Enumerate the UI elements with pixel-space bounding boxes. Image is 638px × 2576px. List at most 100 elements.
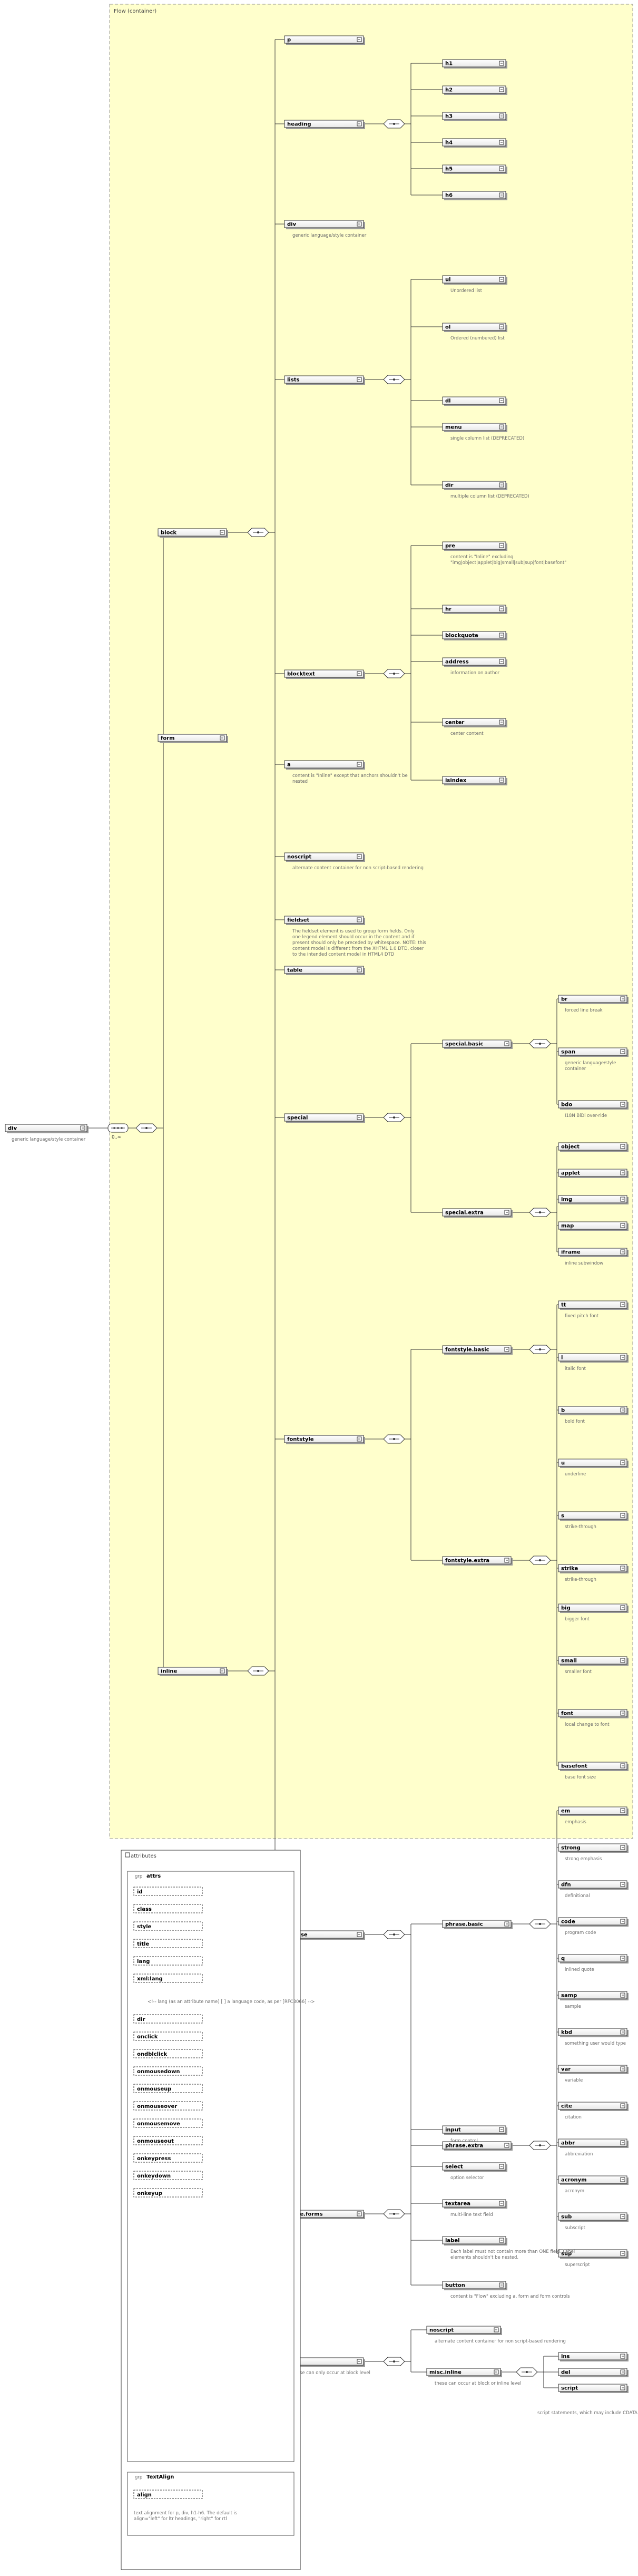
attribute-onmousedown[interactable]: onmousedown: [133, 2066, 203, 2076]
element-h2[interactable]: h2: [442, 85, 507, 95]
element-b[interactable]: b: [558, 1406, 629, 1415]
element-i[interactable]: i: [558, 1353, 629, 1363]
element-strike[interactable]: strike: [558, 1564, 629, 1573]
element-menu[interactable]: menu: [442, 423, 507, 432]
element-lists[interactable]: lists: [284, 375, 365, 385]
attribute-id[interactable]: id: [133, 1887, 203, 1896]
element-script[interactable]: script: [558, 2384, 629, 2393]
element-ins[interactable]: ins: [558, 2352, 629, 2361]
element-special[interactable]: special: [284, 1113, 365, 1123]
element-cite[interactable]: cite: [558, 2102, 629, 2111]
element-heading[interactable]: heading: [284, 120, 365, 129]
element-bdo[interactable]: bdo: [558, 1100, 629, 1110]
element-a[interactable]: a: [284, 760, 365, 770]
attribute-align[interactable]: align: [133, 2490, 203, 2499]
element-kbd[interactable]: kbd: [558, 2028, 629, 2037]
element-special-extra[interactable]: special.extra: [442, 1208, 513, 1218]
element-object[interactable]: object: [558, 1142, 629, 1152]
element-dl[interactable]: dl: [442, 396, 507, 406]
element-h3[interactable]: h3: [442, 112, 507, 121]
element-form[interactable]: form: [158, 734, 228, 743]
element-inline[interactable]: inline: [158, 1667, 228, 1676]
element-p[interactable]: p: [284, 35, 365, 45]
element-dir[interactable]: dir: [442, 481, 507, 490]
element-u[interactable]: u: [558, 1459, 629, 1468]
element-br[interactable]: br: [558, 995, 629, 1004]
attribute-class[interactable]: class: [133, 1904, 203, 1913]
element-tt[interactable]: tt: [558, 1300, 629, 1310]
element-div[interactable]: div: [5, 1124, 89, 1133]
element-q[interactable]: q: [558, 1954, 629, 1963]
element-s[interactable]: s: [558, 1511, 629, 1521]
compositor-dot: [393, 2360, 395, 2363]
element-abbr[interactable]: abbr: [558, 2138, 629, 2148]
attribute-onkeydown[interactable]: onkeydown: [133, 2171, 203, 2180]
element-code[interactable]: code: [558, 1917, 629, 1927]
element-iframe[interactable]: iframe: [558, 1248, 629, 1257]
attribute-onkeyup[interactable]: onkeyup: [133, 2188, 203, 2198]
element-h5[interactable]: h5: [442, 164, 507, 174]
element-noscript[interactable]: noscript: [426, 2326, 502, 2335]
element-font[interactable]: font: [558, 1709, 629, 1718]
element-sub[interactable]: sub: [558, 2212, 629, 2222]
element-phrase-extra[interactable]: phrase.extra: [442, 2141, 513, 2151]
attribute-xml-lang[interactable]: xml:lang: [133, 1974, 203, 1983]
attribute-title[interactable]: title: [133, 1939, 203, 1948]
element-map[interactable]: map: [558, 1221, 629, 1231]
element-label[interactable]: label: [442, 2236, 507, 2246]
element-strong[interactable]: strong: [558, 1843, 629, 1853]
element-isindex[interactable]: isindex: [442, 776, 507, 785]
element-acronym[interactable]: acronym: [558, 2175, 629, 2185]
element-h4[interactable]: h4: [442, 138, 507, 148]
element-special-basic[interactable]: special.basic: [442, 1039, 513, 1049]
element-textarea[interactable]: textarea: [442, 2199, 507, 2209]
attribute-box: [133, 2118, 203, 2128]
element-button[interactable]: button: [442, 2281, 507, 2290]
attribute-onmousemove[interactable]: onmousemove: [133, 2118, 203, 2128]
element-fontstyle-basic[interactable]: fontstyle.basic: [442, 1345, 513, 1355]
element-small[interactable]: small: [558, 1656, 629, 1666]
attribute-style[interactable]: style: [133, 1921, 203, 1931]
element-hr[interactable]: hr: [442, 605, 507, 614]
attribute-ondblclick[interactable]: ondblclick: [133, 2049, 203, 2058]
element-fontstyle-extra[interactable]: fontstyle.extra: [442, 1556, 513, 1566]
element-blockquote[interactable]: blockquote: [442, 631, 507, 640]
element-sup[interactable]: sup: [558, 2249, 629, 2259]
element-input[interactable]: input: [442, 2125, 507, 2135]
element-applet[interactable]: applet: [558, 1169, 629, 1178]
attribute-dir[interactable]: dir: [133, 2014, 203, 2024]
element-table[interactable]: table: [284, 966, 365, 975]
attribute-onmouseover[interactable]: onmouseover: [133, 2101, 203, 2111]
element-pre[interactable]: pre: [442, 541, 507, 551]
element-div[interactable]: div: [284, 220, 365, 229]
element-span[interactable]: span: [558, 1047, 629, 1057]
element-ul[interactable]: ul: [442, 275, 507, 285]
attribute-onmouseout[interactable]: onmouseout: [133, 2136, 203, 2145]
element-select[interactable]: select: [442, 2162, 507, 2172]
element-noscript[interactable]: noscript: [284, 852, 365, 862]
attribute-lang[interactable]: lang: [133, 1956, 203, 1966]
element-fontstyle[interactable]: fontstyle: [284, 1435, 365, 1444]
element-blocktext[interactable]: blocktext: [284, 669, 365, 679]
element-address[interactable]: address: [442, 657, 507, 667]
element-samp[interactable]: samp: [558, 1991, 629, 2000]
element-inline-forms[interactable]: inline.forms: [284, 2210, 365, 2219]
element-block[interactable]: block: [158, 528, 228, 538]
element-em[interactable]: em: [558, 1806, 629, 1816]
element-big[interactable]: big: [558, 1603, 629, 1613]
element-dfn[interactable]: dfn: [558, 1880, 629, 1890]
attribute-onclick[interactable]: onclick: [133, 2031, 203, 2041]
element-h1[interactable]: h1: [442, 59, 507, 69]
attribute-onkeypress[interactable]: onkeypress: [133, 2153, 203, 2163]
element-var[interactable]: var: [558, 2065, 629, 2074]
element-center[interactable]: center: [442, 718, 507, 727]
element-ol[interactable]: ol: [442, 323, 507, 332]
attribute-onmouseup[interactable]: onmouseup: [133, 2084, 203, 2093]
element-img[interactable]: img: [558, 1195, 629, 1204]
element-h6[interactable]: h6: [442, 191, 507, 200]
element-misc-inline[interactable]: misc.inline: [426, 2368, 502, 2377]
element-fieldset[interactable]: fieldset: [284, 916, 365, 925]
element-del[interactable]: del: [558, 2368, 629, 2377]
element-basefont[interactable]: basefont: [558, 1762, 629, 1771]
element-phrase-basic[interactable]: phrase.basic: [442, 1920, 513, 1929]
